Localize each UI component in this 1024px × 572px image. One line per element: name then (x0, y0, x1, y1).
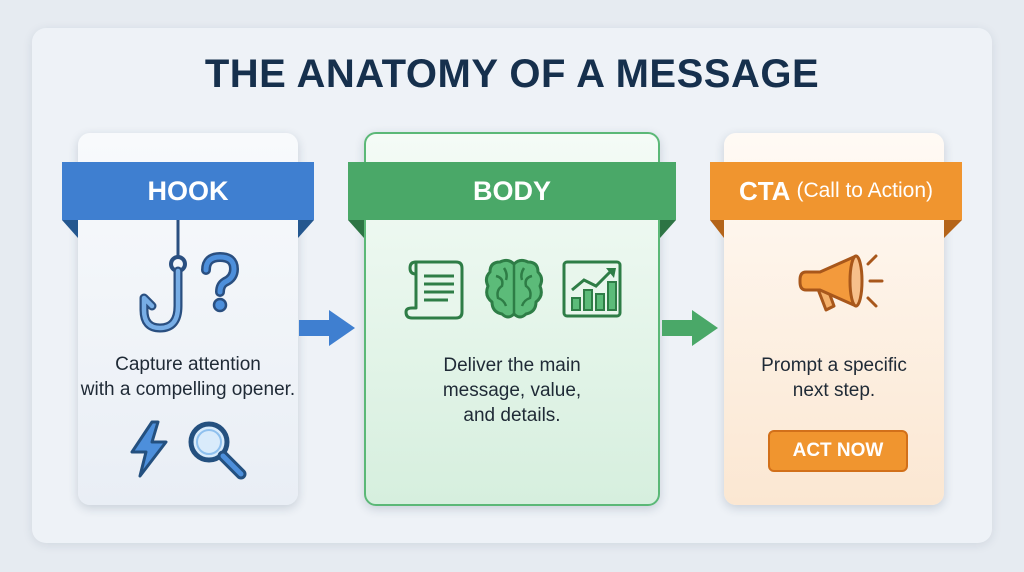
cta-label: CTA (738, 175, 791, 206)
hook-description-line: with a compelling opener. (80, 379, 296, 400)
cta-ribbon-fold-left (710, 220, 724, 238)
hook-ribbon: HOOK (62, 162, 314, 220)
lightning-icon (130, 420, 168, 478)
body-description: Deliver the main message, value, and det… (364, 353, 660, 428)
cta-description-line: next step. (792, 380, 876, 401)
hook-ribbon-fold-right (298, 220, 314, 238)
megaphone-icon (798, 254, 884, 312)
growth-chart-icon (562, 260, 622, 318)
cta-ribbon-fold-right (944, 220, 962, 238)
hook-label: HOOK (147, 175, 229, 206)
fishhook-icon (139, 220, 187, 333)
body-ribbon-fold-right (660, 220, 676, 238)
arrow-body-to-cta (662, 310, 718, 346)
body-description-line: message, value, (442, 380, 582, 401)
hook-description: Capture attention with a compelling open… (78, 352, 298, 402)
scroll-document-icon (404, 260, 464, 320)
cta-ribbon: CTA (Call to Action) (710, 162, 962, 220)
cta-description: Prompt a specific next step. (724, 353, 944, 403)
cta-description-line: Prompt a specific (761, 355, 907, 376)
body-description-line: and details. (463, 405, 561, 426)
body-ribbon-fold-left (348, 220, 364, 238)
arrow-hook-to-body (299, 310, 355, 346)
hook-description-line: Capture attention (115, 354, 261, 375)
body-label: BODY (472, 175, 551, 206)
question-mark-icon (201, 251, 240, 313)
body-description-line: Deliver the main (443, 355, 581, 376)
act-now-button[interactable]: ACT NOW (768, 430, 908, 472)
body-ribbon: BODY (348, 162, 676, 220)
hook-ribbon-fold-left (62, 220, 78, 238)
page-title: THE ANATOMY OF A MESSAGE (204, 52, 820, 96)
magnifier-icon (188, 421, 247, 480)
brain-icon (484, 258, 544, 319)
cta-label-sub: (Call to Action) (796, 179, 934, 202)
